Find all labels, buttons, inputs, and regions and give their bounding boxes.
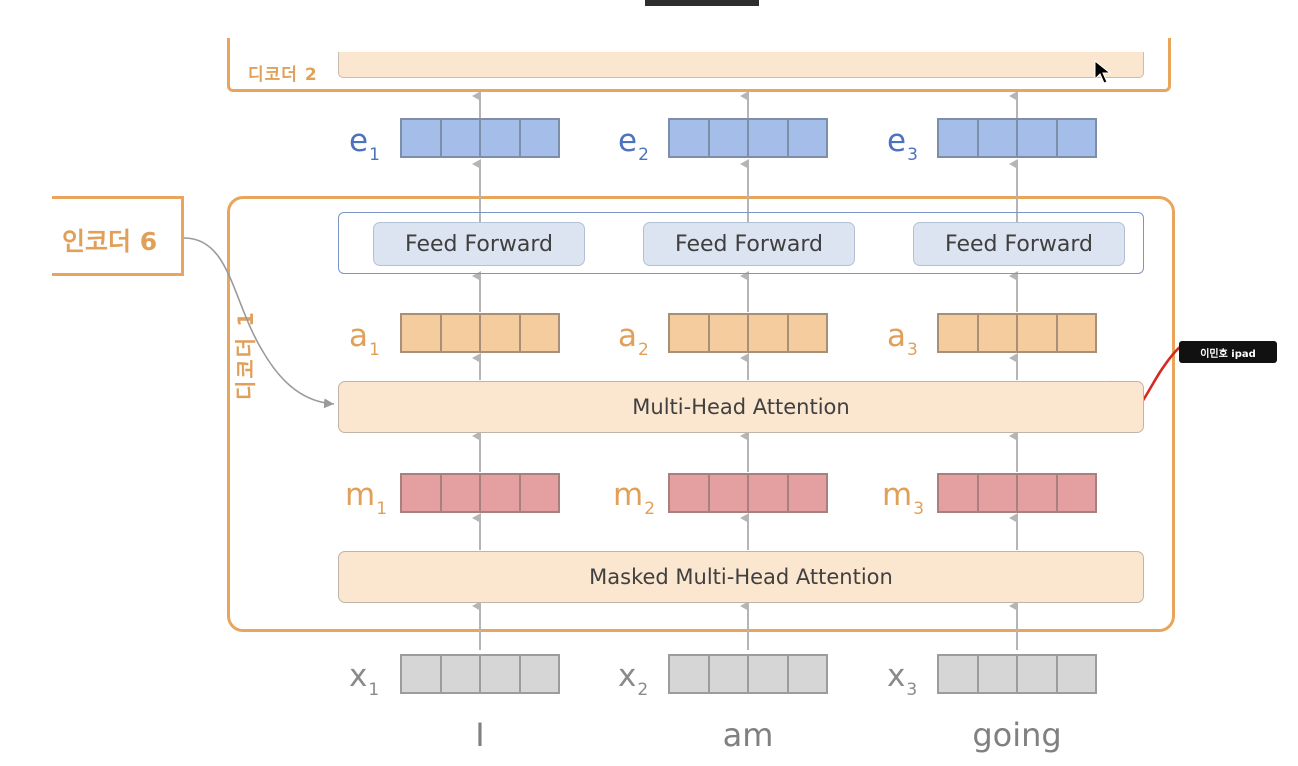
mouse-cursor-icon [1094,60,1112,84]
a1-label: a1 [349,318,380,360]
m1-vector [400,473,560,513]
a3-vector [937,313,1097,353]
pen-owner-tooltip: 이민호 ipad [1179,341,1277,363]
e3-label: e3 [887,123,918,165]
m2-vector [668,473,828,513]
x1-label: x1 [349,658,380,700]
e2-vector [668,118,828,158]
a3-label: a3 [887,318,918,360]
input-word-3: going [972,716,1062,754]
e1-vector [400,118,560,158]
e3-vector [937,118,1097,158]
decoder2-inner-block [338,52,1144,78]
x1-vector [400,654,560,694]
feed-forward-block-3: Feed Forward [913,222,1125,266]
feed-forward-block-1: Feed Forward [373,222,585,266]
decoder1-frame [227,196,1175,632]
m3-label: m3 [882,477,925,519]
encoder-label: 인코더 6 [62,227,158,256]
x3-vector [937,654,1097,694]
x2-vector [668,654,828,694]
multi-head-attention-block: Multi-Head Attention [338,381,1144,433]
e1-label: e1 [349,123,380,165]
decoder2-frame [227,38,1171,92]
encoder-box [52,196,184,276]
a2-label: a2 [618,318,649,360]
a1-vector [400,313,560,353]
a2-vector [668,313,828,353]
m2-label: m2 [613,477,656,519]
window-top-bar [645,0,759,6]
e2-label: e2 [618,123,649,165]
x2-label: x2 [618,658,649,700]
input-word-1: I [475,716,485,754]
feed-forward-block-2: Feed Forward [643,222,855,266]
masked-multi-head-attention-block: Masked Multi-Head Attention [338,551,1144,603]
input-word-2: am [722,716,774,754]
decoder2-label: 디코더 2 [248,65,318,85]
m3-vector [937,473,1097,513]
m1-label: m1 [345,477,388,519]
x3-label: x3 [887,658,918,700]
feed-forward-group [338,212,1144,274]
